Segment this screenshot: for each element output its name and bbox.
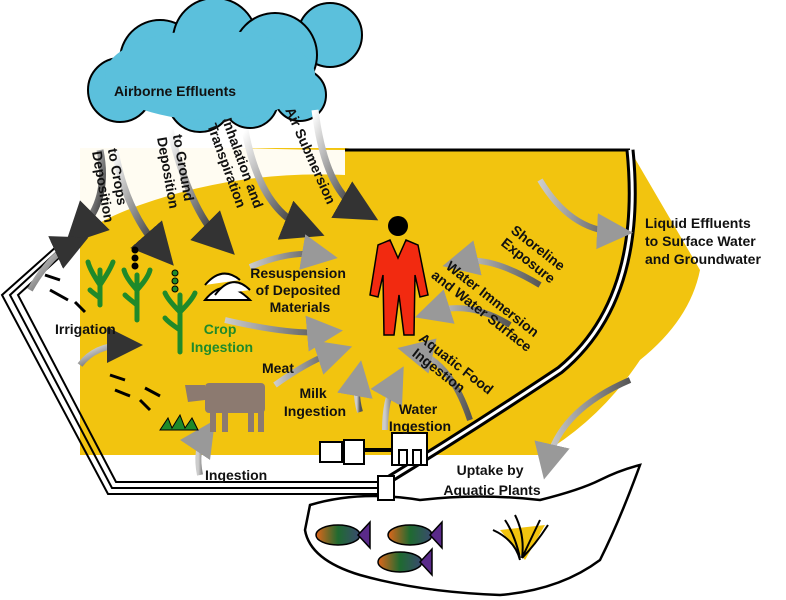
grass — [159, 413, 199, 431]
pathway-arrows — [27, 178, 633, 480]
arrow-deposition-crops — [65, 149, 110, 245]
arrow-water-immersion — [414, 289, 512, 328]
label-water-ingestion: Water Ingestion — [389, 401, 451, 434]
label-liquid-effluents: Liquid Effluents to Surface Water and Gr… — [645, 215, 761, 267]
fish — [315, 520, 443, 577]
arrow-air-submersion — [311, 109, 379, 221]
aquatic-plant — [492, 514, 549, 561]
label-crop-ingestion: Crop Ingestion — [191, 321, 253, 355]
arrow-resuspension — [248, 234, 338, 270]
dust-piles — [202, 272, 253, 301]
arrow-inhalation — [166, 129, 235, 255]
label-airborne-effluents: Airborne Effluents — [114, 83, 236, 99]
water-plant-tanks — [398, 449, 422, 465]
arrow-meat — [273, 340, 353, 388]
arrow-transpiration — [241, 129, 325, 240]
label-milk-ingestion: Milk Ingestion — [284, 385, 346, 419]
arrow-liquid-effluents — [537, 178, 633, 250]
label-irrigation: Irrigation — [55, 321, 116, 337]
arrow-milk — [337, 360, 373, 413]
label-resuspension: Resuspension of Deposited Materials — [250, 265, 350, 315]
arrow-shoreline — [442, 240, 542, 288]
arrow-uptake — [534, 377, 632, 480]
arrow-ingestion — [180, 420, 215, 476]
arrow-water — [370, 366, 404, 431]
cow — [185, 383, 265, 432]
treatment-box — [319, 441, 343, 463]
wind-band — [80, 135, 345, 230]
pump-box — [377, 475, 395, 501]
irrigation-spray — [44, 273, 161, 412]
label-meat: Meat — [262, 360, 294, 376]
arrow-deposition-ground — [111, 149, 174, 266]
arrow-pipe-spray — [27, 236, 89, 292]
arrow-irrigation — [77, 327, 143, 367]
seed-dots — [131, 246, 179, 293]
label-ingestion: Ingestion — [205, 467, 267, 483]
cloud-fill — [105, 30, 315, 120]
label-uptake-aquatic-plants: Uptake by Aquatic Plants — [443, 462, 540, 498]
arrow-crop — [224, 315, 343, 352]
airborne-arrows — [65, 109, 379, 266]
arrow-aquatic-food — [397, 338, 473, 421]
treatment-box — [343, 439, 365, 465]
crop-plants — [85, 259, 198, 355]
person — [369, 216, 429, 336]
